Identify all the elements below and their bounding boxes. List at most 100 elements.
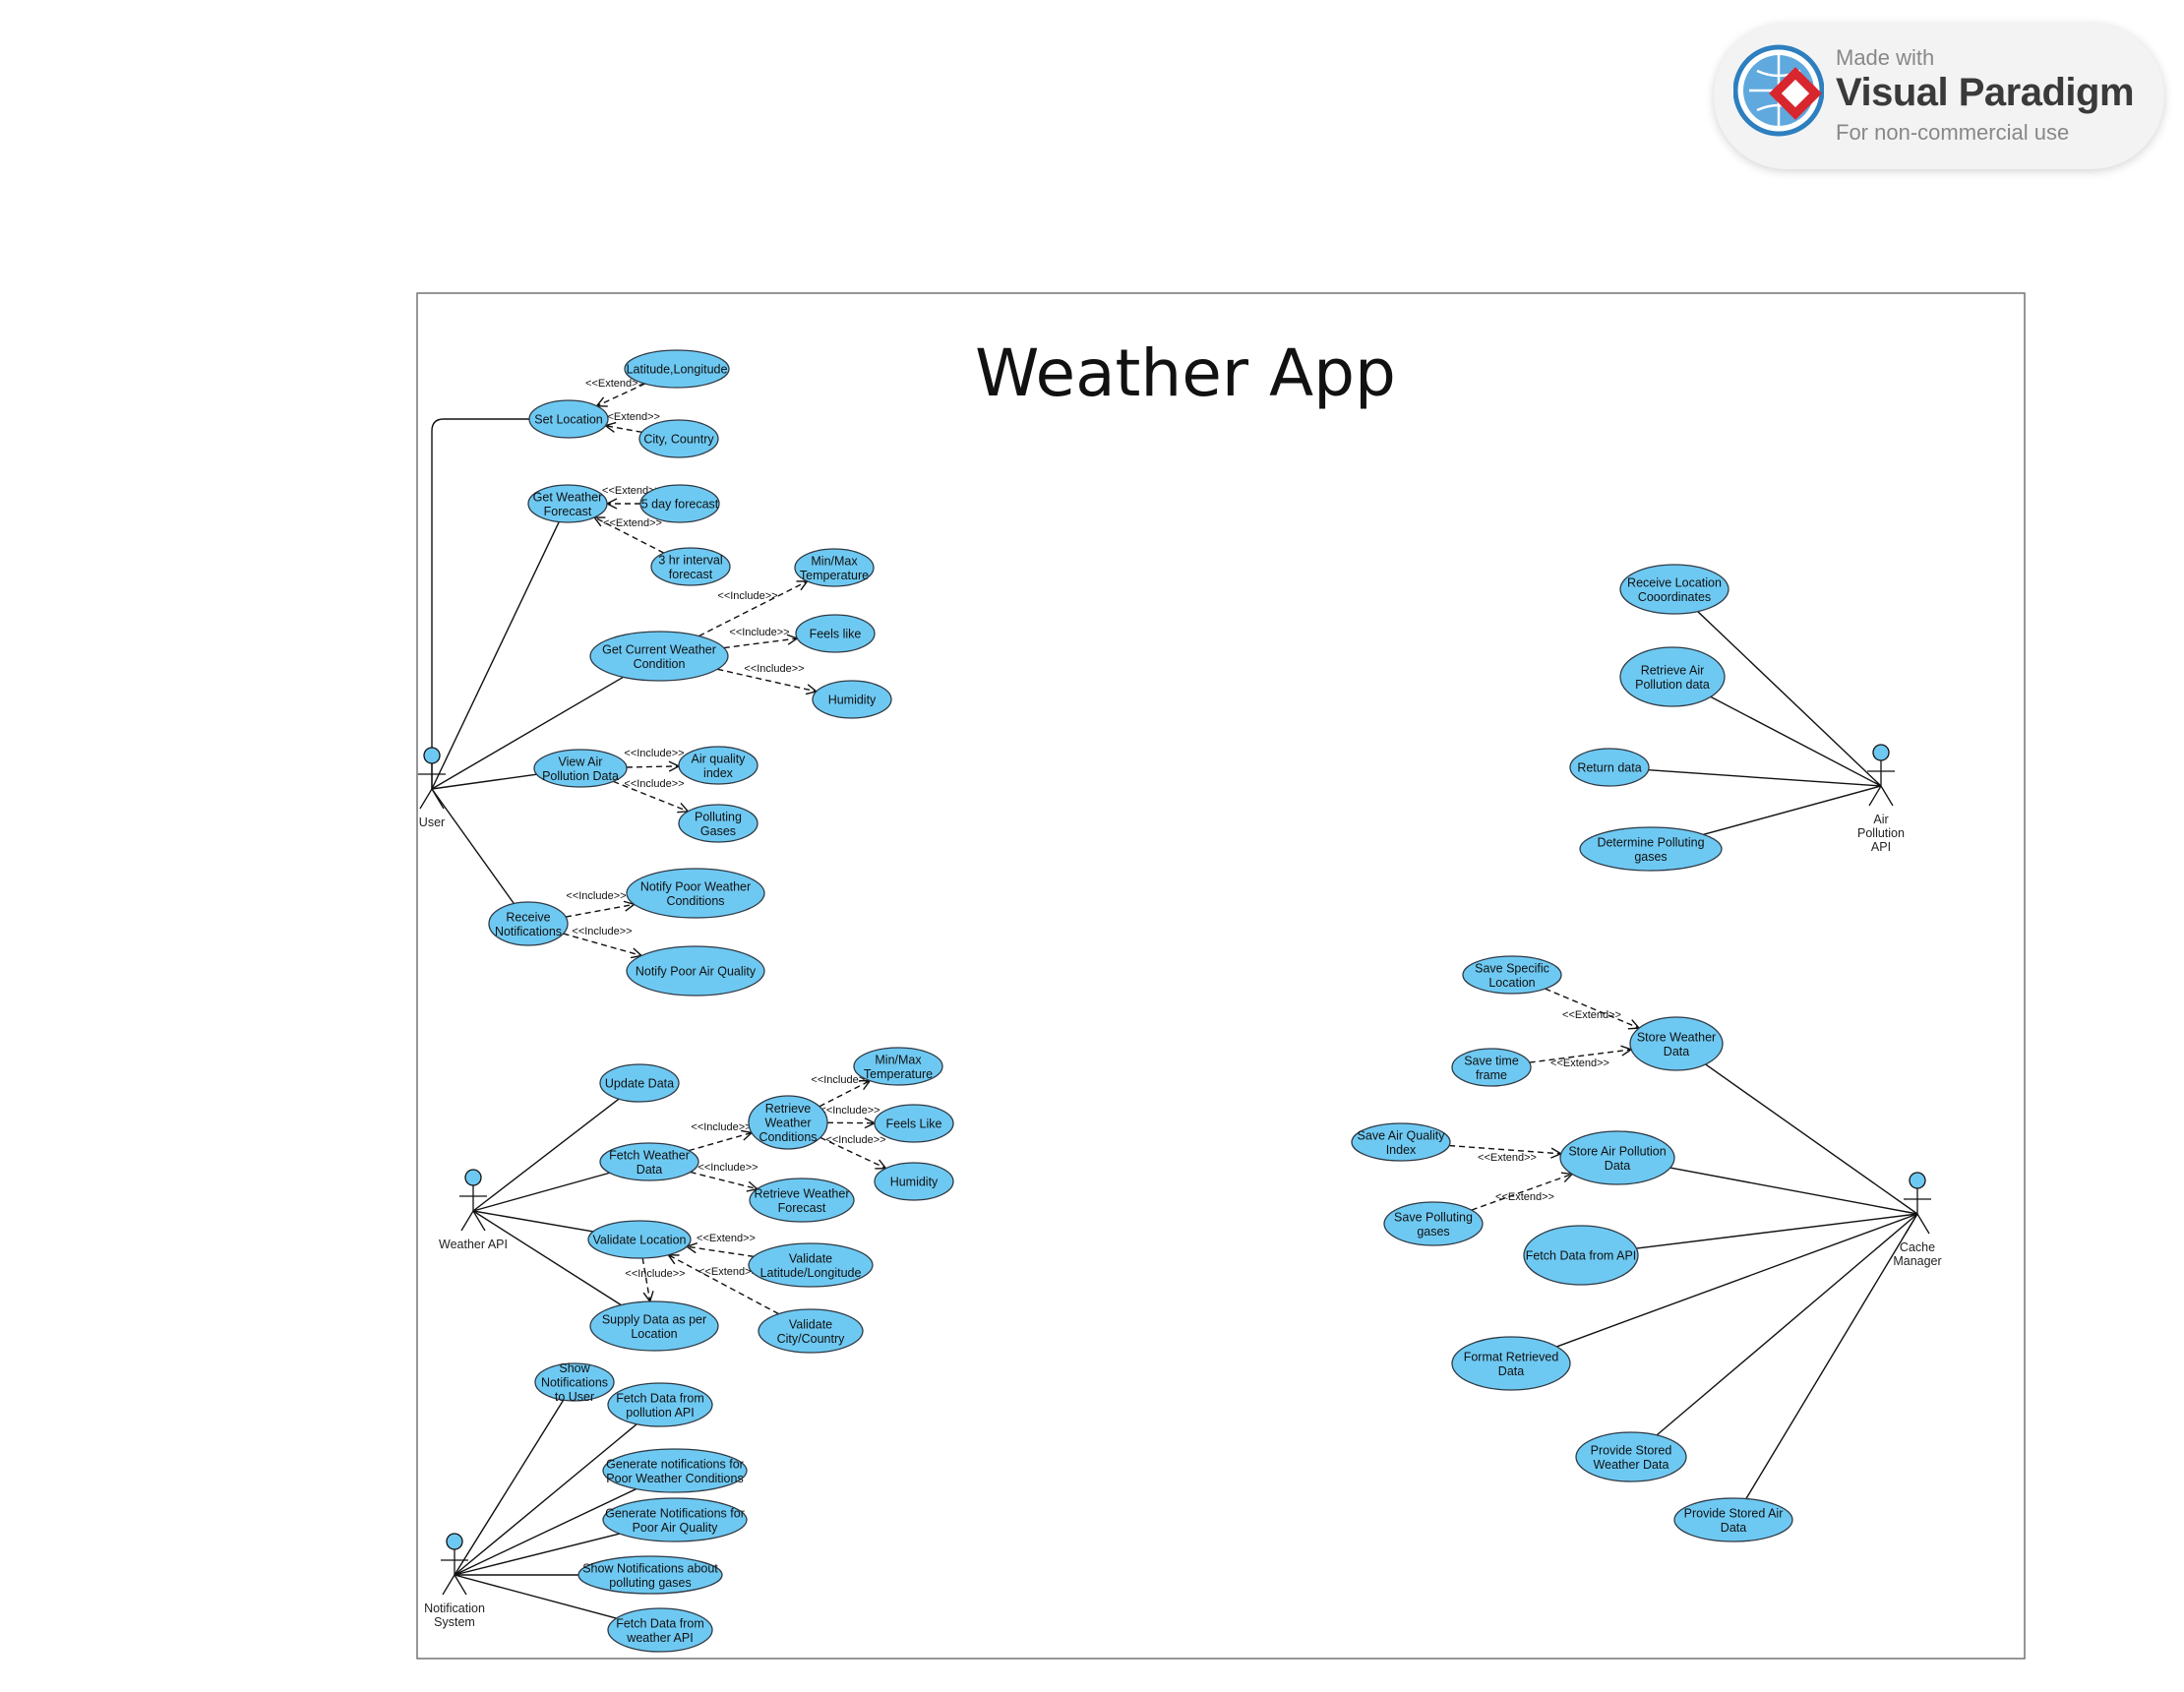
use-case-return-data[interactable]: Return data (1569, 748, 1650, 787)
use-case-label: Validate Location (593, 1234, 687, 1247)
include-relation-line (565, 904, 635, 918)
use-case-ellipse (678, 746, 758, 785)
association-line (1745, 1213, 1918, 1499)
extend-stereotype-label: <<Extend>> (1550, 1058, 1609, 1069)
use-case-feels-like-1[interactable]: Feels like (795, 614, 876, 653)
badge-brand: Visual Paradigm (1836, 71, 2135, 114)
include-relation-line (819, 1136, 886, 1168)
actor-user[interactable]: User (418, 747, 446, 829)
use-case-label: Format Retrieved (1464, 1350, 1559, 1363)
include-stereotype-label: <<Include>> (717, 590, 777, 602)
use-case-five-day[interactable]: 5 day forecast (639, 484, 720, 523)
use-case-label: Receive Location (1627, 575, 1722, 589)
use-case-notify-poor-air[interactable]: Notify Poor Air Quality (626, 945, 765, 997)
use-case-set-location[interactable]: Set Location (528, 399, 609, 439)
use-case-validate-location[interactable]: Validate Location (587, 1220, 692, 1259)
use-case-label: Set Location (534, 413, 603, 427)
use-case-lat-long[interactable]: Latitude,Longitude (624, 349, 730, 389)
use-case-ellipse (748, 1095, 828, 1150)
use-case-ellipse (1383, 1201, 1484, 1246)
association-line (454, 1487, 637, 1576)
actor-right-leg (472, 1210, 486, 1232)
use-case-label: Index (1386, 1143, 1417, 1157)
actor-weather-api[interactable]: Weather API (439, 1169, 508, 1251)
extend-stereotype-label: <<Extend>> (1478, 1152, 1537, 1164)
association-line (472, 1210, 594, 1233)
use-case-label: Retrieve Air (1641, 663, 1705, 677)
use-case-update-data[interactable]: Update Data (599, 1063, 680, 1103)
use-case-label: gases (1417, 1225, 1449, 1239)
extend-stereotype-label: <<Extend>> (1495, 1191, 1554, 1203)
use-case-label: Fetch Data from (616, 1391, 704, 1405)
association-line (472, 1210, 622, 1306)
use-case-fetch-from-api[interactable]: Fetch Data from API (1523, 1225, 1639, 1286)
use-case-city-country[interactable]: City, Country (638, 419, 719, 458)
include-stereotype-label: <<Include>> (819, 1105, 880, 1117)
include-stereotype-label: <<Include>> (691, 1121, 751, 1133)
use-case-label: pollution API (626, 1406, 695, 1420)
use-case-feels-like-2[interactable]: Feels Like (874, 1104, 954, 1143)
use-case-humidity-1[interactable]: Humidity (812, 680, 892, 719)
use-case-ellipse (1629, 1016, 1724, 1071)
use-case-ellipse (650, 547, 731, 586)
use-case-label: Pollution data (1635, 678, 1710, 692)
use-case-label: Temperature (864, 1067, 933, 1081)
association-line (1705, 1063, 1918, 1215)
actor-left-leg (1905, 1213, 1918, 1235)
use-case-humidity-2[interactable]: Humidity (874, 1162, 954, 1201)
use-case-label: Location (1488, 976, 1535, 990)
include-stereotype-label: <<Include>> (624, 748, 684, 759)
include-relation-line (717, 668, 817, 692)
association-line (431, 418, 529, 789)
badge-made-with: Made with (1836, 45, 1935, 70)
actor-head (446, 1533, 463, 1550)
use-case-label: frame (1476, 1068, 1507, 1082)
use-case-label: Fetch Data from (616, 1616, 704, 1630)
association-line (1669, 1167, 1918, 1215)
use-case-label: Data (637, 1163, 662, 1177)
use-case-label: Pollution Data (542, 769, 619, 783)
use-case-ellipse (626, 868, 765, 919)
use-case-label: 5 day forecast (641, 498, 719, 512)
use-case-label: Fetch Data from API (1526, 1249, 1637, 1263)
use-case-ellipse (874, 1162, 954, 1201)
